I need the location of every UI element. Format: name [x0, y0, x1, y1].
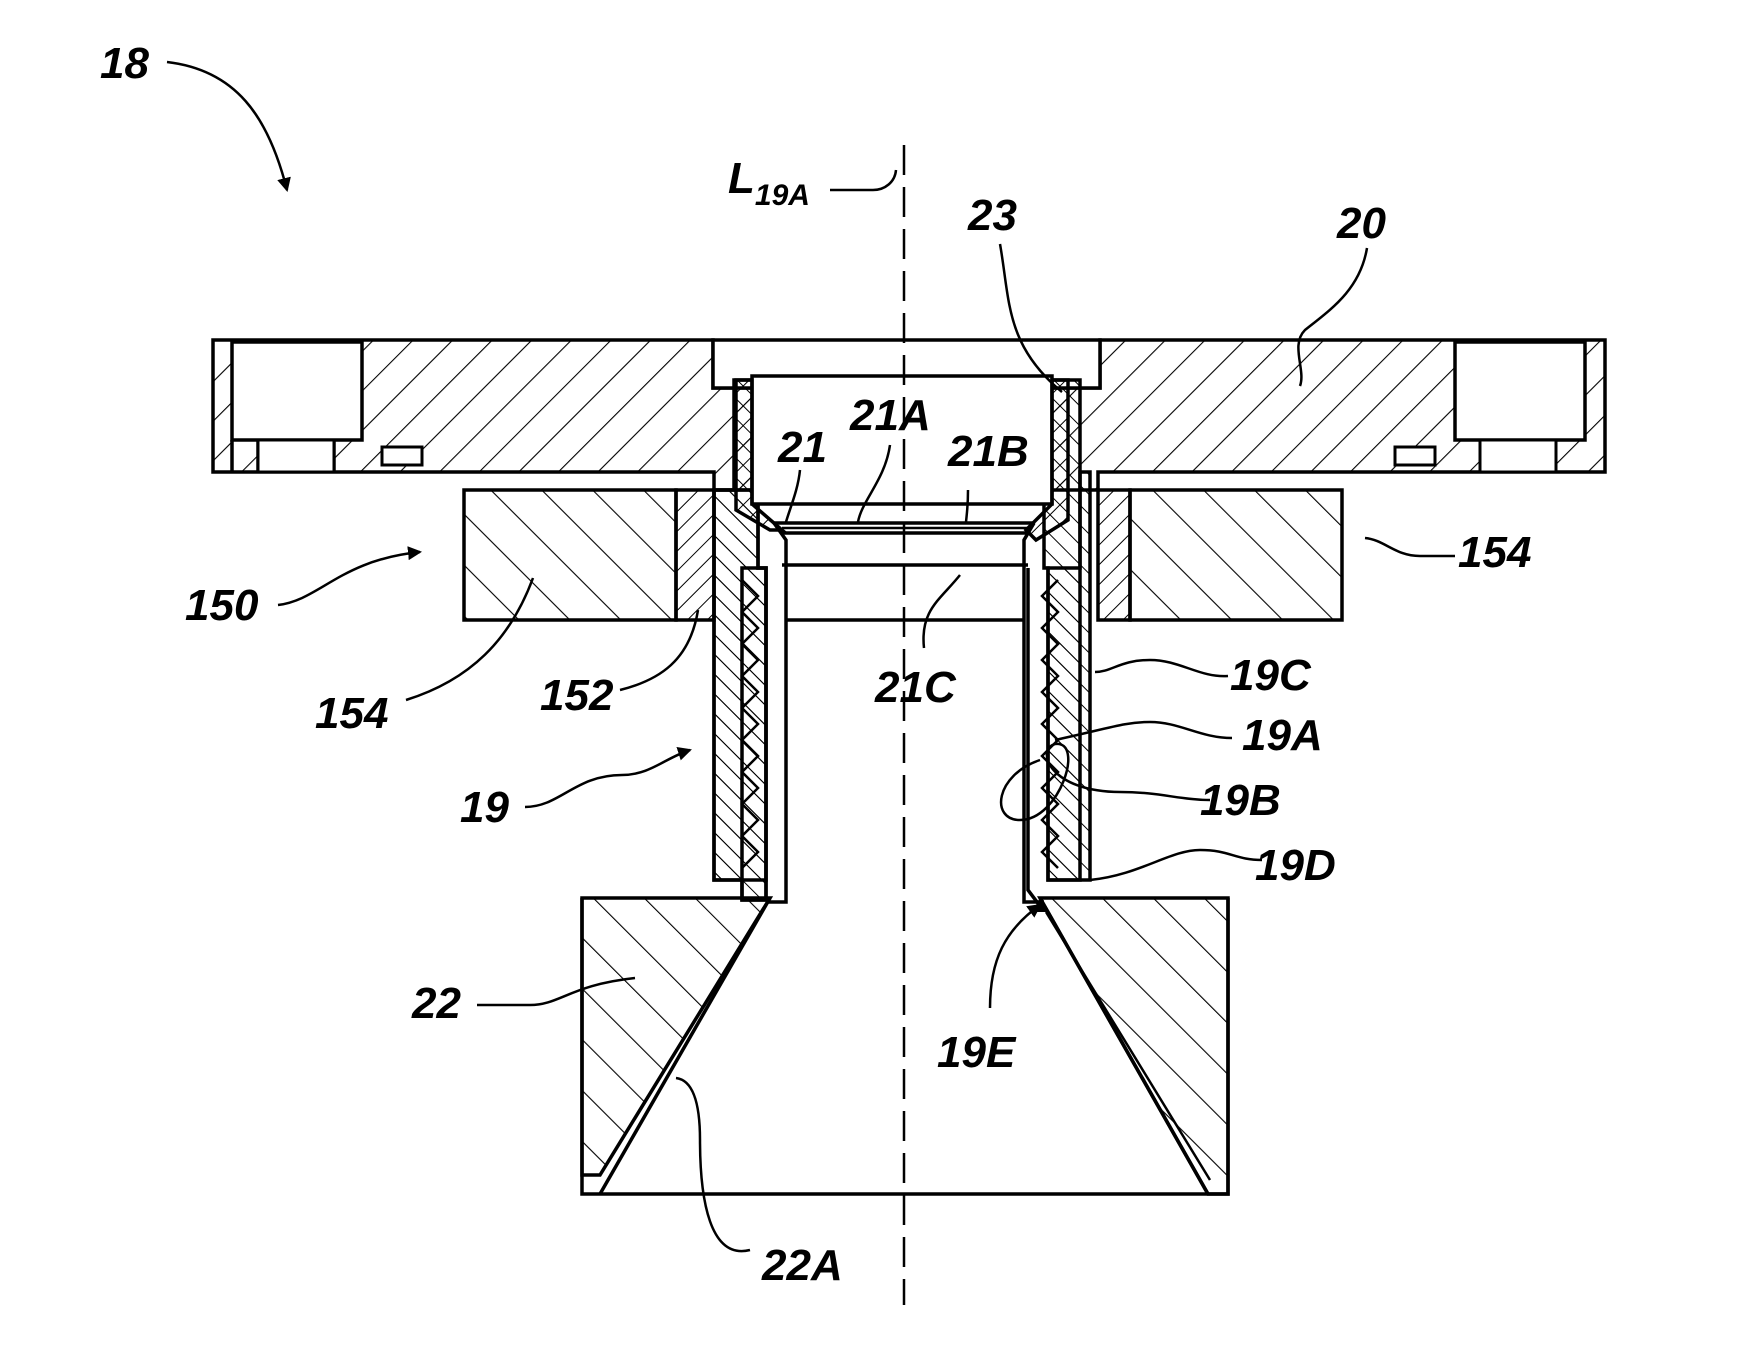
label-magnet-154-left: 154: [315, 689, 388, 738]
magnet-right: [1130, 490, 1342, 620]
label-outer-wall-19c: 19C: [1230, 651, 1312, 700]
label-ring-21c: 21C: [874, 663, 957, 712]
label-shoulder-19d: 19D: [1255, 841, 1336, 890]
label-tube-19: 19: [460, 783, 509, 832]
label-cap-groove-23: 23: [967, 191, 1017, 240]
label-ring-21b: 21B: [947, 427, 1029, 476]
spacer-right: [1098, 490, 1130, 620]
label-ring-21a: 21A: [849, 391, 931, 440]
label-ring-21: 21: [777, 423, 827, 472]
label-tip-19e: 19E: [937, 1028, 1017, 1077]
label-thread-19b: 19B: [1200, 776, 1281, 825]
magnet-left: [464, 490, 676, 620]
label-thread-19a: 19A: [1242, 711, 1323, 760]
reference-labels: 18 L19A 23 20 21A 21 21B 150 154 154 152…: [100, 39, 1531, 1290]
spacer-left: [676, 490, 714, 620]
tube-left-wall: [714, 490, 766, 900]
label-assembly-18: 18: [100, 39, 149, 88]
flange-right-pocket: [1455, 342, 1585, 440]
label-spacer-152: 152: [540, 671, 614, 720]
label-magnet-assembly-150: 150: [185, 581, 259, 630]
label-cone-surface-22a: 22A: [761, 1241, 843, 1290]
flange-left-pocket: [232, 342, 362, 440]
label-magnet-154-right: 154: [1458, 528, 1531, 577]
label-flange-20: 20: [1336, 199, 1386, 248]
label-cone-block-22: 22: [411, 979, 461, 1028]
label-axis: L19A: [728, 154, 810, 212]
